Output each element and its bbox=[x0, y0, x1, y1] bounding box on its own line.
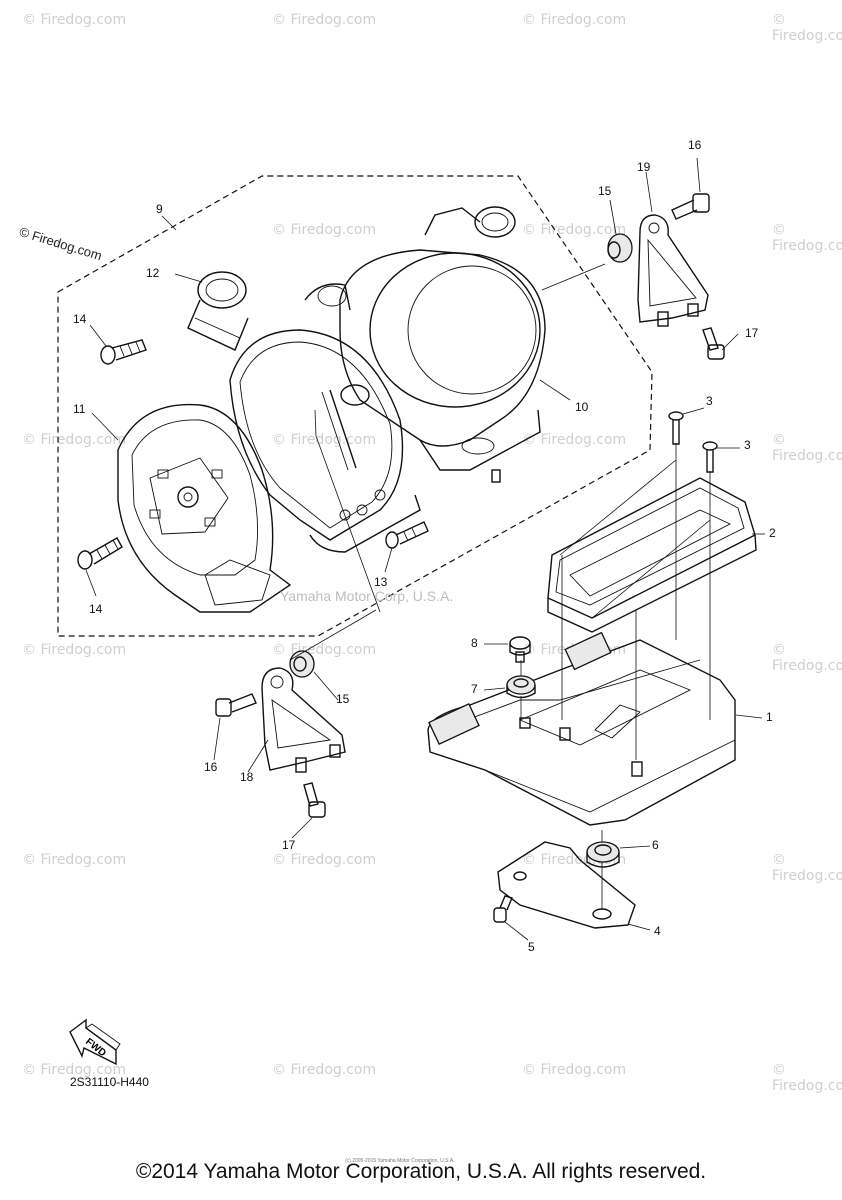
tiny-copyright: (c) 2005-2015 Yamaha Motor Corporation, … bbox=[345, 1158, 455, 1164]
watermark: © Firedog.com bbox=[772, 642, 842, 674]
callout-19: 19 bbox=[637, 160, 651, 174]
watermark: © Firedog.com bbox=[272, 12, 377, 28]
watermark: © Firedog.com bbox=[772, 432, 842, 464]
callout-9: 9 bbox=[156, 202, 163, 216]
callout-18: 18 bbox=[240, 770, 254, 784]
callout-17: 17 bbox=[745, 326, 759, 340]
watermark: © Firedog.com bbox=[272, 1062, 377, 1078]
fwd-label: FWD bbox=[83, 1036, 108, 1059]
watermark: © Firedog.com bbox=[22, 12, 127, 28]
grommet-part-6 bbox=[586, 841, 620, 868]
watermark: © Firedog.com bbox=[772, 1062, 842, 1094]
bolt-part-17-top bbox=[702, 327, 725, 360]
watermark: © Firedog.com bbox=[272, 852, 377, 868]
diagram-part-code: 2S31110-H440 bbox=[70, 1075, 149, 1089]
callout-16: 16 bbox=[688, 138, 702, 152]
grommet-part-15-lower bbox=[289, 650, 315, 678]
callout-16: 16 bbox=[204, 760, 218, 774]
bracket-part-18 bbox=[261, 667, 346, 773]
assembly-lines bbox=[289, 263, 711, 760]
callout-4: 4 bbox=[654, 924, 661, 938]
callout-10: 10 bbox=[575, 400, 589, 414]
grommet-part-7 bbox=[506, 675, 536, 699]
meter-base-part-1 bbox=[427, 631, 736, 826]
watermark: © Firedog.com bbox=[272, 432, 377, 448]
watermark: © Firedog.com bbox=[22, 852, 127, 868]
bolt-part-17-lower bbox=[303, 782, 326, 818]
watermark: © Firedog.com bbox=[522, 12, 627, 28]
watermark: © Firedog.com bbox=[772, 12, 842, 44]
callout-13: 13 bbox=[374, 575, 388, 589]
meter-assembly-outline bbox=[57, 175, 653, 637]
leader-lines bbox=[85, 157, 765, 941]
callout-7: 7 bbox=[471, 682, 478, 696]
cover-part-2 bbox=[547, 477, 757, 633]
socket-part-12 bbox=[187, 271, 249, 351]
center-watermark: Yamaha Motor Corp, U.S.A. bbox=[280, 588, 454, 604]
watermark: © Firedog.com bbox=[772, 852, 842, 884]
callout-17: 17 bbox=[282, 838, 296, 852]
bolt-part-16-top bbox=[671, 193, 710, 220]
screw-part-14-upper bbox=[100, 339, 147, 365]
callout-15: 15 bbox=[598, 184, 612, 198]
fwd-arrow-icon: FWD bbox=[69, 1018, 121, 1066]
callout-3: 3 bbox=[706, 394, 713, 408]
screw-part-3-right bbox=[702, 441, 718, 720]
watermark: © Firedog.com bbox=[22, 642, 127, 658]
bolt-part-16-lower bbox=[215, 693, 257, 717]
watermark: © Firedog.com bbox=[522, 1062, 627, 1078]
callout-15: 15 bbox=[336, 692, 350, 706]
callout-5: 5 bbox=[528, 940, 535, 954]
watermark: © Firedog.com bbox=[22, 432, 127, 448]
callout-3: 3 bbox=[744, 438, 751, 452]
callout-12: 12 bbox=[146, 266, 160, 280]
callout-14: 14 bbox=[89, 602, 103, 616]
watermark: © Firedog.com bbox=[22, 1062, 127, 1078]
watermark: © Firedog.com bbox=[272, 222, 377, 238]
copyright-footer: ©2014 Yamaha Motor Corporation, U.S.A. A… bbox=[135, 1160, 707, 1183]
callout-14: 14 bbox=[73, 312, 87, 326]
bracket-part-19 bbox=[637, 214, 709, 327]
callout-6: 6 bbox=[652, 838, 659, 852]
callout-1: 1 bbox=[766, 710, 773, 724]
screw-part-3-left bbox=[668, 411, 684, 640]
grommet-part-15-top bbox=[607, 233, 633, 263]
gauge-housing bbox=[229, 283, 421, 553]
bolt-part-5 bbox=[493, 895, 513, 923]
watermark: © Firedog.com bbox=[522, 222, 627, 238]
callout-2: 2 bbox=[769, 526, 776, 540]
watermark: © Firedog.com bbox=[522, 432, 627, 448]
bolt-part-8 bbox=[509, 636, 531, 663]
callout-8: 8 bbox=[471, 636, 478, 650]
watermark: © Firedog.com bbox=[772, 222, 842, 254]
callout-11: 11 bbox=[73, 402, 86, 416]
rear-housing-part-11 bbox=[117, 403, 292, 613]
screw-part-14-lower bbox=[77, 537, 123, 570]
screw-part-13 bbox=[385, 521, 429, 549]
meter-case-part-10 bbox=[339, 206, 546, 483]
